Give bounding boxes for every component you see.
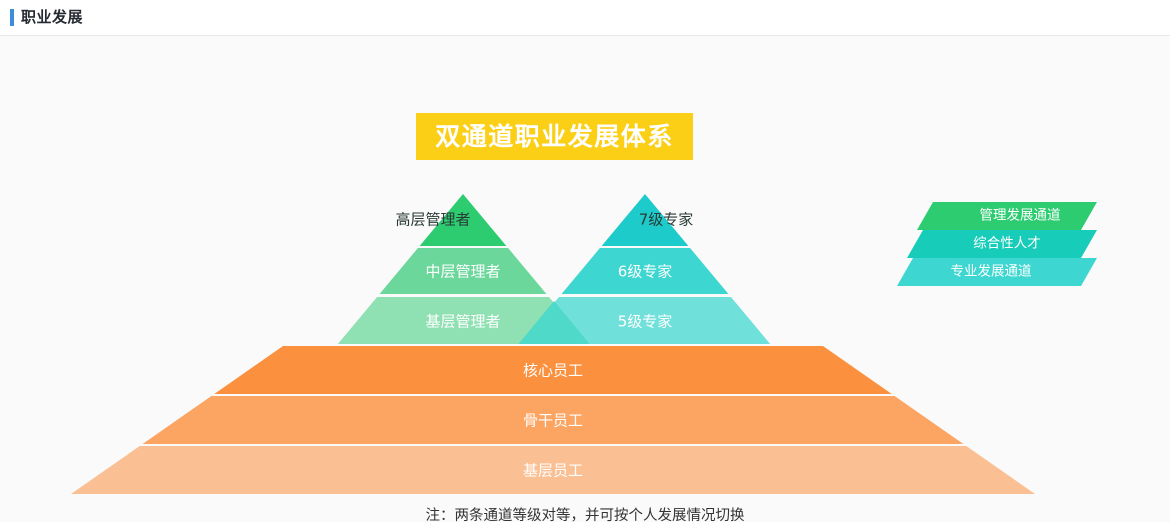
header-accent-bar — [10, 9, 14, 26]
diagram-title-text: 双通道职业发展体系 — [435, 122, 674, 151]
legend-shape-specialist — [897, 258, 1097, 286]
band-expert-5 — [393, 297, 897, 344]
legend-svg — [897, 202, 1097, 286]
band-core-employee — [71, 346, 1035, 394]
legend-shape-composite — [907, 230, 1097, 258]
employee-base-group — [71, 346, 1035, 494]
page-title: 职业发展 — [21, 8, 84, 26]
career-pyramid-diagram: 高层管理者 中层管理者 基层管理者 7级专家 6级专家 5级专家 核心员工 骨干… — [0, 36, 1170, 522]
band-entry-employee — [71, 446, 1035, 494]
page-header: 职业发展 — [0, 0, 1170, 36]
diagram-footnote: 注：两条通道等级对等，并可按个人发展情况切换 — [425, 508, 745, 524]
diagram-title-banner: 双通道职业发展体系 — [416, 113, 693, 160]
band-backbone-employee — [71, 396, 1035, 444]
channel-legend: 管理发展通道 综合性人才 专业发展通道 — [897, 202, 1097, 290]
content-panel: 双通道职业发展体系 — [0, 36, 1170, 524]
pyramid-svg — [71, 194, 1035, 494]
legend-shape-management — [917, 202, 1097, 230]
